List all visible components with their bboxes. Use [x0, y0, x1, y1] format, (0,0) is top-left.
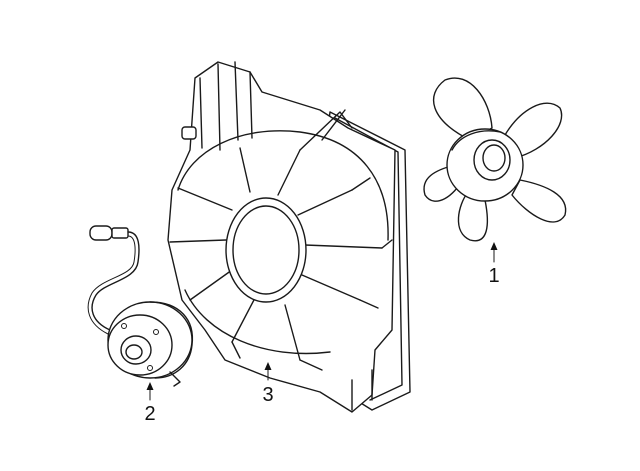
fan-shroud: [167, 61, 411, 413]
callout-1-number: 1: [488, 265, 499, 287]
callout-3-arrow: [264, 362, 272, 370]
callout-2-number: 2: [144, 403, 155, 425]
callout-3-number: 3: [262, 384, 273, 406]
fan-motor: [87, 225, 194, 387]
callout-1: 1: [488, 242, 500, 287]
fan-blade: [423, 77, 567, 242]
callout-2-arrow: [146, 382, 154, 390]
callout-3: 3: [262, 362, 274, 406]
callout-2: 2: [144, 382, 156, 425]
callout-1-arrow: [490, 242, 498, 250]
